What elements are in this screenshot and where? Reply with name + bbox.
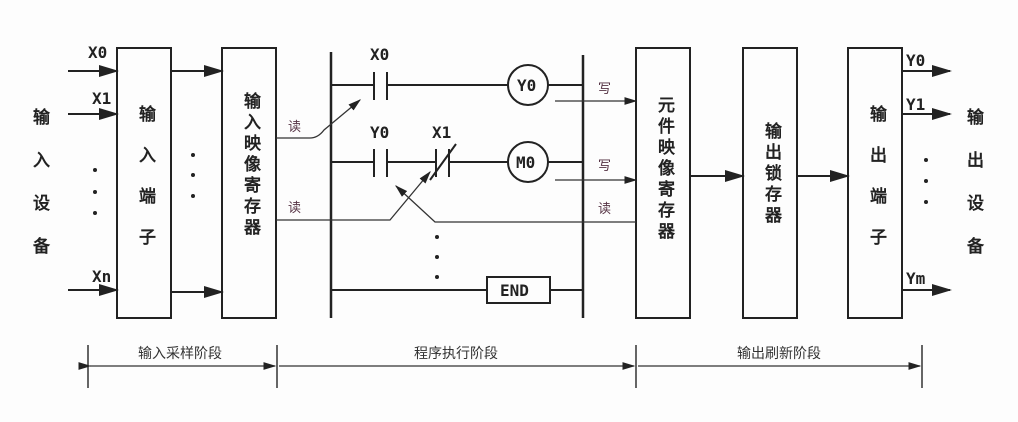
input-device-label: 输入设备 xyxy=(29,108,49,280)
phase-output-refresh: 输出刷新阶段 xyxy=(737,346,821,362)
input-label-x0: X0 xyxy=(88,43,107,62)
write-label-1: 写 xyxy=(598,82,611,97)
input-image-register-label: 输入映像寄存器 xyxy=(240,92,260,239)
read-label-2: 读 xyxy=(288,201,301,216)
input-terminal-box xyxy=(116,47,172,319)
read-label-3: 读 xyxy=(598,202,611,217)
input-terminal-label: 输入端子 xyxy=(135,105,155,269)
coil-label-m0: M0 xyxy=(516,153,535,172)
input-label-xn: Xn xyxy=(92,267,111,286)
read-arrow-x0 xyxy=(276,99,361,139)
output-latch-box xyxy=(742,47,798,319)
contact-label-x1: X1 xyxy=(432,123,451,142)
read-label-1: 读 xyxy=(288,120,301,135)
output-terminal-box xyxy=(847,47,903,319)
output-label-ym: Ym xyxy=(906,269,926,288)
output-label-y1: Y1 xyxy=(906,95,925,114)
output-latch-label: 输出锁存器 xyxy=(761,122,781,227)
contact-label-y0: Y0 xyxy=(370,123,389,142)
contact-label-x0: X0 xyxy=(370,45,389,64)
read-arrow-x1 xyxy=(276,171,431,221)
output-device-label: 输出设备 xyxy=(963,108,983,280)
write-label-2: 写 xyxy=(598,159,611,174)
read-arrow-y0 xyxy=(395,185,636,223)
coil-label-y0: Y0 xyxy=(517,76,536,95)
phase-input-sampling: 输入采样阶段 xyxy=(138,346,222,362)
phase-program-execution: 程序执行阶段 xyxy=(414,346,498,362)
element-image-register-label: 元件映像寄存器 xyxy=(654,96,674,243)
input-image-register-box xyxy=(221,47,277,319)
input-label-x1: X1 xyxy=(92,89,111,108)
output-terminal-label: 输出端子 xyxy=(866,105,886,269)
end-label: END xyxy=(500,281,529,300)
output-label-y0: Y0 xyxy=(906,51,925,70)
